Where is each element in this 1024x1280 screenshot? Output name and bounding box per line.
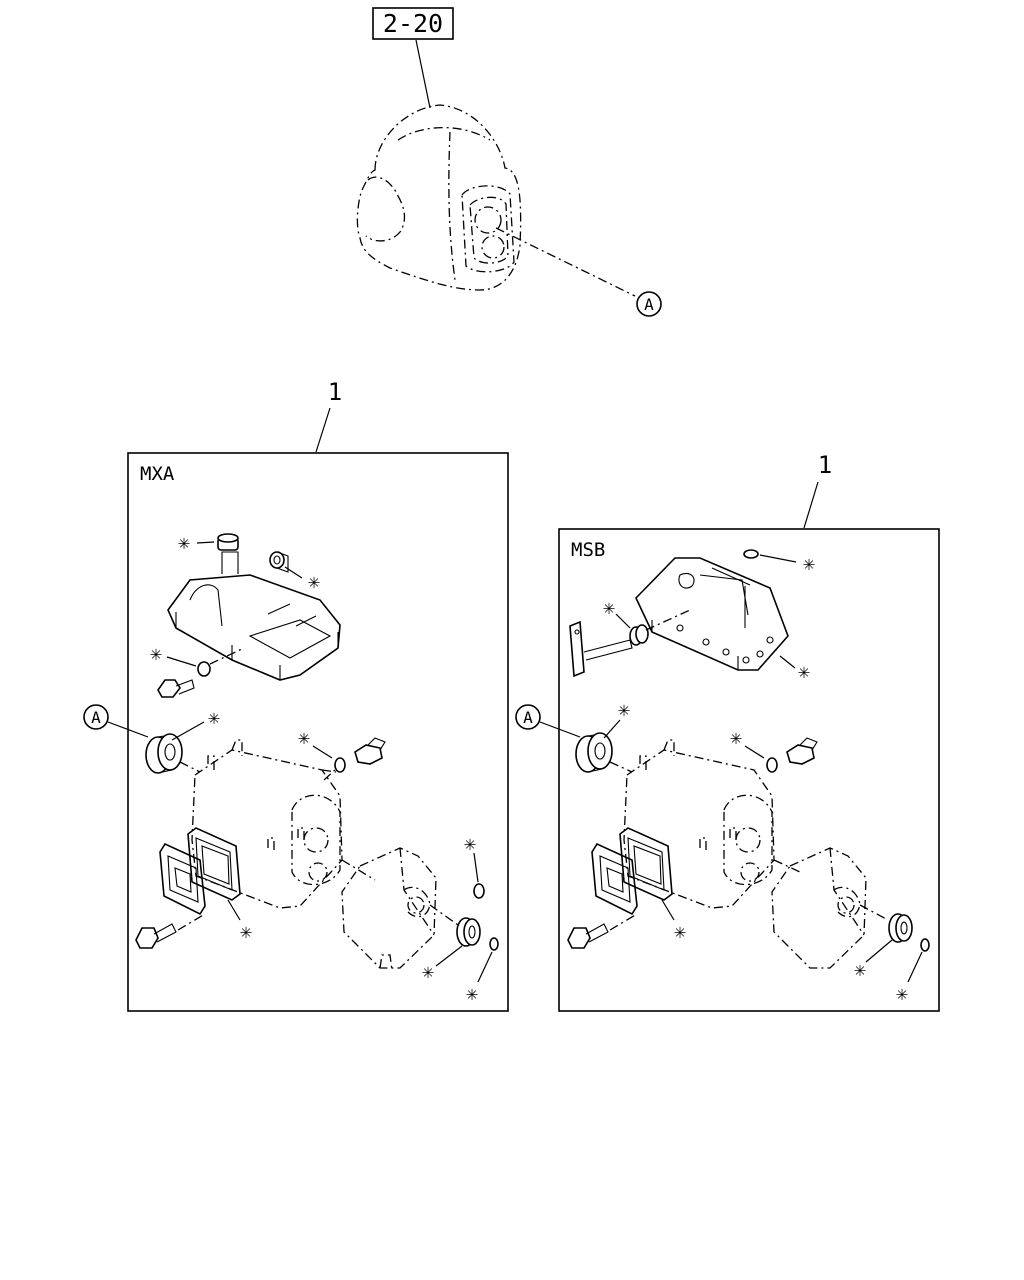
clutch-housing-drawing bbox=[356, 104, 522, 291]
msb-panel bbox=[558, 528, 940, 1012]
new-part-mark: ✳ bbox=[464, 831, 476, 855]
msb-top-cover-drawing bbox=[635, 557, 789, 671]
msb-washer-upper bbox=[766, 757, 778, 773]
msb-shift-seal bbox=[629, 624, 649, 646]
mxa-side-cover-plate bbox=[159, 842, 206, 916]
msb-rear-seal bbox=[888, 913, 913, 943]
new-part-mark: ✳ bbox=[298, 725, 310, 749]
mxa-extension-housing-drawing bbox=[341, 847, 437, 971]
mxa-cap-nut-1 bbox=[217, 533, 239, 551]
new-part-mark: ✳ bbox=[618, 697, 630, 721]
reference-leader bbox=[415, 39, 431, 109]
mxa-gasket bbox=[187, 827, 241, 901]
msb-washer-top bbox=[743, 549, 759, 559]
mxa-cap-nut-2 bbox=[269, 551, 289, 573]
view-a-leader-top bbox=[495, 227, 636, 297]
mxa-o-ring-upper bbox=[473, 883, 485, 899]
mxa-front-bearing bbox=[145, 733, 183, 774]
new-part-mark: ✳ bbox=[208, 705, 220, 729]
new-part-mark: ✳ bbox=[178, 530, 190, 554]
new-part-mark: ✳ bbox=[603, 595, 615, 619]
view-a-label: A bbox=[523, 708, 533, 727]
view-a-callout-right[interactable]: A bbox=[515, 704, 541, 730]
new-part-mark: ✳ bbox=[422, 959, 434, 983]
reference-label: 2-20 bbox=[383, 9, 443, 38]
msb-bolt-lower bbox=[567, 923, 609, 949]
mxa-shift-cover-drawing bbox=[167, 551, 341, 681]
new-part-mark: ✳ bbox=[240, 919, 252, 943]
msb-panel-title: MSB bbox=[571, 539, 605, 561]
part-number-1-left: 1 bbox=[328, 378, 342, 406]
mxa-o-ring-lower bbox=[489, 937, 499, 951]
mxa-panel-title: MXA bbox=[140, 463, 175, 485]
new-part-mark: ✳ bbox=[308, 569, 320, 593]
new-part-mark: ✳ bbox=[896, 981, 908, 1005]
mxa-bolt-top bbox=[157, 679, 195, 698]
view-a-callout-left[interactable]: A bbox=[83, 704, 109, 730]
msb-shift-lever bbox=[569, 620, 633, 678]
new-part-mark: ✳ bbox=[466, 981, 478, 1005]
msb-gasket bbox=[619, 827, 673, 901]
new-part-mark: ✳ bbox=[803, 551, 815, 575]
mxa-washer-top bbox=[197, 661, 211, 677]
msb-extension-housing-drawing bbox=[771, 847, 867, 969]
msb-o-ring bbox=[920, 938, 930, 952]
msb-bolt-upper bbox=[786, 737, 818, 765]
part-1-leader-right bbox=[803, 481, 819, 529]
mxa-bolt-lower bbox=[135, 923, 177, 949]
mxa-rear-seal bbox=[456, 917, 481, 947]
new-part-mark: ✳ bbox=[854, 957, 866, 981]
msb-side-cover-plate bbox=[591, 842, 638, 916]
msb-front-bearing bbox=[575, 732, 613, 773]
new-part-mark: ✳ bbox=[150, 641, 162, 665]
view-a-label: A bbox=[91, 708, 101, 727]
view-a-callout-top[interactable]: A bbox=[636, 291, 662, 317]
reference-box[interactable]: 2-20 bbox=[372, 7, 454, 40]
part-number-1-right: 1 bbox=[818, 451, 832, 479]
mxa-panel bbox=[127, 452, 509, 1012]
new-part-mark: ✳ bbox=[798, 659, 810, 683]
view-a-label: A bbox=[644, 295, 654, 314]
mxa-bolt-upper bbox=[354, 737, 386, 765]
new-part-mark: ✳ bbox=[730, 725, 742, 749]
mxa-washer-upper bbox=[334, 757, 346, 773]
part-1-leader-left bbox=[315, 407, 331, 453]
new-part-mark: ✳ bbox=[674, 919, 686, 943]
